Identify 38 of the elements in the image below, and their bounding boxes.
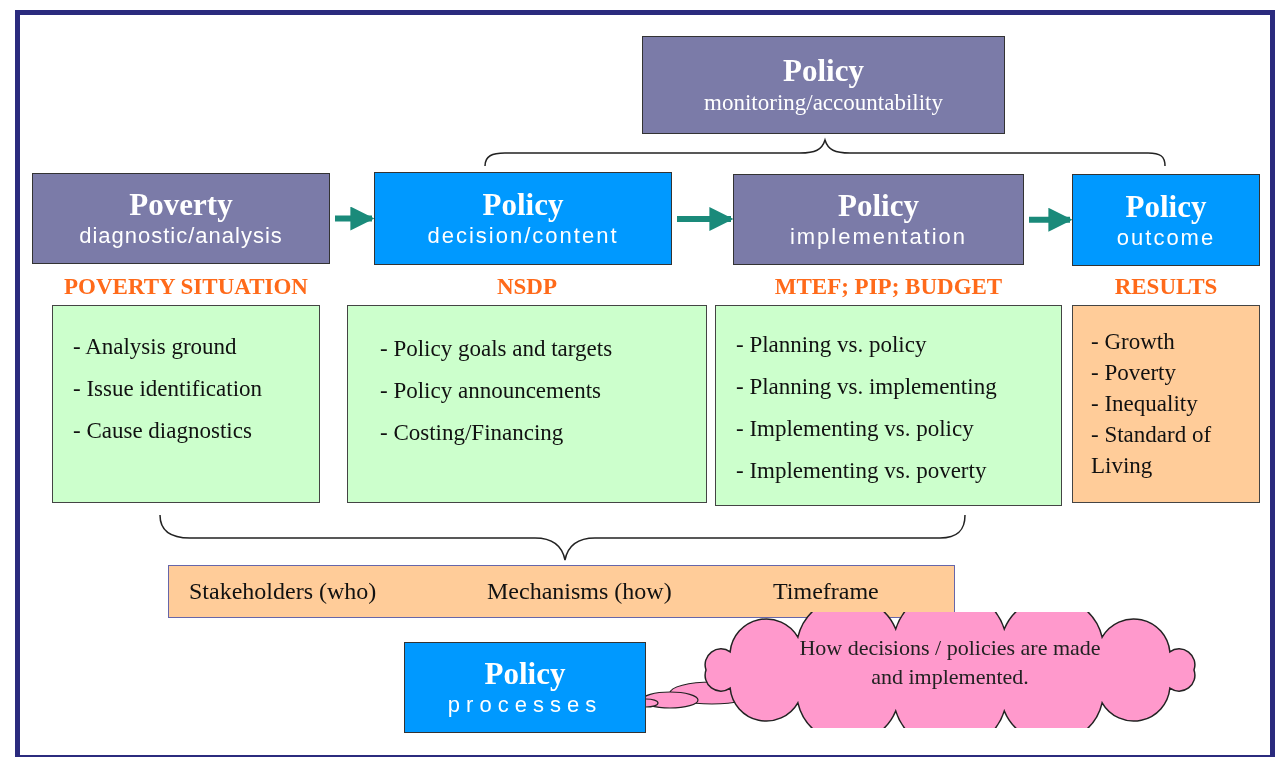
bullet-item: - Planning vs. policy (736, 331, 928, 359)
bullet-item: - Growth (1091, 328, 1176, 356)
bullet-item: - Issue identification (73, 375, 264, 403)
bullet-item: - Implementing vs. poverty (736, 457, 988, 485)
aspect-label: Timeframe (773, 578, 879, 605)
stage-subtitle: implementation (789, 224, 968, 251)
section-heading: RESULTS (1113, 273, 1219, 301)
bullet-item: - Planning vs. implementing (736, 373, 998, 401)
bullet-item: - Policy goals and targets (380, 335, 614, 363)
section-heading: POVERTY SITUATION (63, 273, 309, 301)
stage-title: Policy (482, 187, 564, 224)
bullet-item: - Costing/Financing (380, 419, 565, 447)
bullet-item: - Policy announcements (380, 377, 602, 405)
stage-subtitle: diagnostic/analysis (79, 223, 283, 250)
stage-subtitle: decision/content (427, 223, 619, 250)
stage-subtitle: outcome (1116, 224, 1216, 251)
flow-arrow (677, 207, 734, 231)
bullet-item: - Cause diagnostics (73, 417, 253, 445)
bullet-item: - Inequality (1091, 390, 1199, 418)
section-heading: MTEF; PIP; BUDGET (773, 273, 1004, 301)
stage-title: Policy (838, 188, 919, 225)
bullet-item: - Standard of Living (1091, 421, 1213, 480)
aspect-label: Mechanisms (how) (487, 578, 672, 605)
section-heading: NSDP (495, 273, 559, 301)
flow-arrow (1029, 207, 1073, 232)
stage-title: Policy (783, 53, 864, 89)
stage-title: Policy (1125, 189, 1207, 225)
stage-subtitle: processes (447, 692, 603, 719)
bullet-item: - Implementing vs. policy (736, 415, 975, 443)
aspect-label: Stakeholders (who) (189, 578, 377, 605)
bullet-item: - Analysis ground (73, 333, 238, 361)
aspects-band (168, 565, 955, 618)
stage-title: Poverty (129, 187, 233, 224)
bullet-item: - Poverty (1091, 359, 1177, 387)
flow-arrow (335, 206, 375, 231)
stage-subtitle: monitoring/accountability (704, 89, 943, 117)
stage-title: Policy (484, 656, 566, 693)
cloud-text: How decisions / policies are made and implemented. (798, 634, 1102, 691)
